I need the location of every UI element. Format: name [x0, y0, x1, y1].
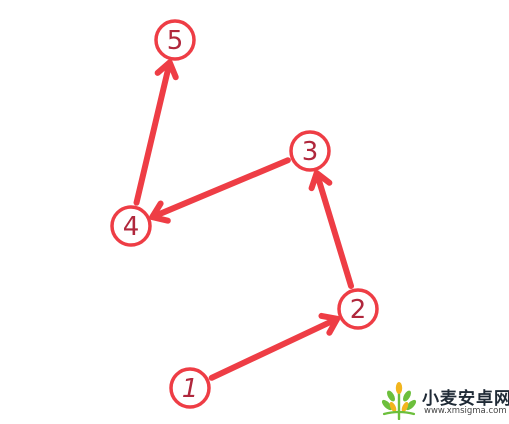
node-label: 3	[302, 137, 319, 167]
node-3: 3	[289, 130, 331, 172]
arrow-head-icon	[149, 200, 171, 224]
watermark: 小麦安卓网 www.xmsigma.com	[378, 380, 509, 420]
node-circle	[169, 367, 211, 409]
node-label: 4	[123, 212, 140, 242]
watermark-title: 小麦安卓网	[422, 389, 509, 409]
arrow-2-to-3	[308, 170, 355, 290]
arrow-shaft	[314, 172, 355, 290]
node-1: 1	[169, 367, 211, 409]
watermark-url: www.xmsigma.com	[424, 406, 507, 416]
arrow-layer	[133, 59, 355, 381]
arrow-head-icon	[308, 170, 333, 192]
arrow-head-icon	[154, 59, 179, 81]
arrow-shaft	[133, 62, 173, 206]
wheat-logo-icon	[381, 382, 417, 420]
node-5: 5	[154, 19, 196, 61]
node-circle	[110, 205, 152, 247]
node-2: 2	[337, 288, 379, 330]
arrow-shaft	[208, 317, 338, 381]
node-circle	[337, 288, 379, 330]
node-layer: 1 2 3 4 5	[110, 19, 379, 409]
node-label: 5	[167, 26, 184, 56]
node-label: 1	[182, 374, 199, 404]
arrow-3-to-4	[149, 157, 291, 224]
arrow-1-to-2	[208, 312, 341, 381]
arrow-head-icon	[318, 312, 341, 336]
arrow-4-to-5	[133, 59, 179, 206]
node-circle	[154, 19, 196, 61]
arrow-shaft	[151, 157, 291, 219]
node-circle	[289, 130, 331, 172]
node-4: 4	[110, 205, 152, 247]
node-label: 2	[350, 295, 367, 325]
